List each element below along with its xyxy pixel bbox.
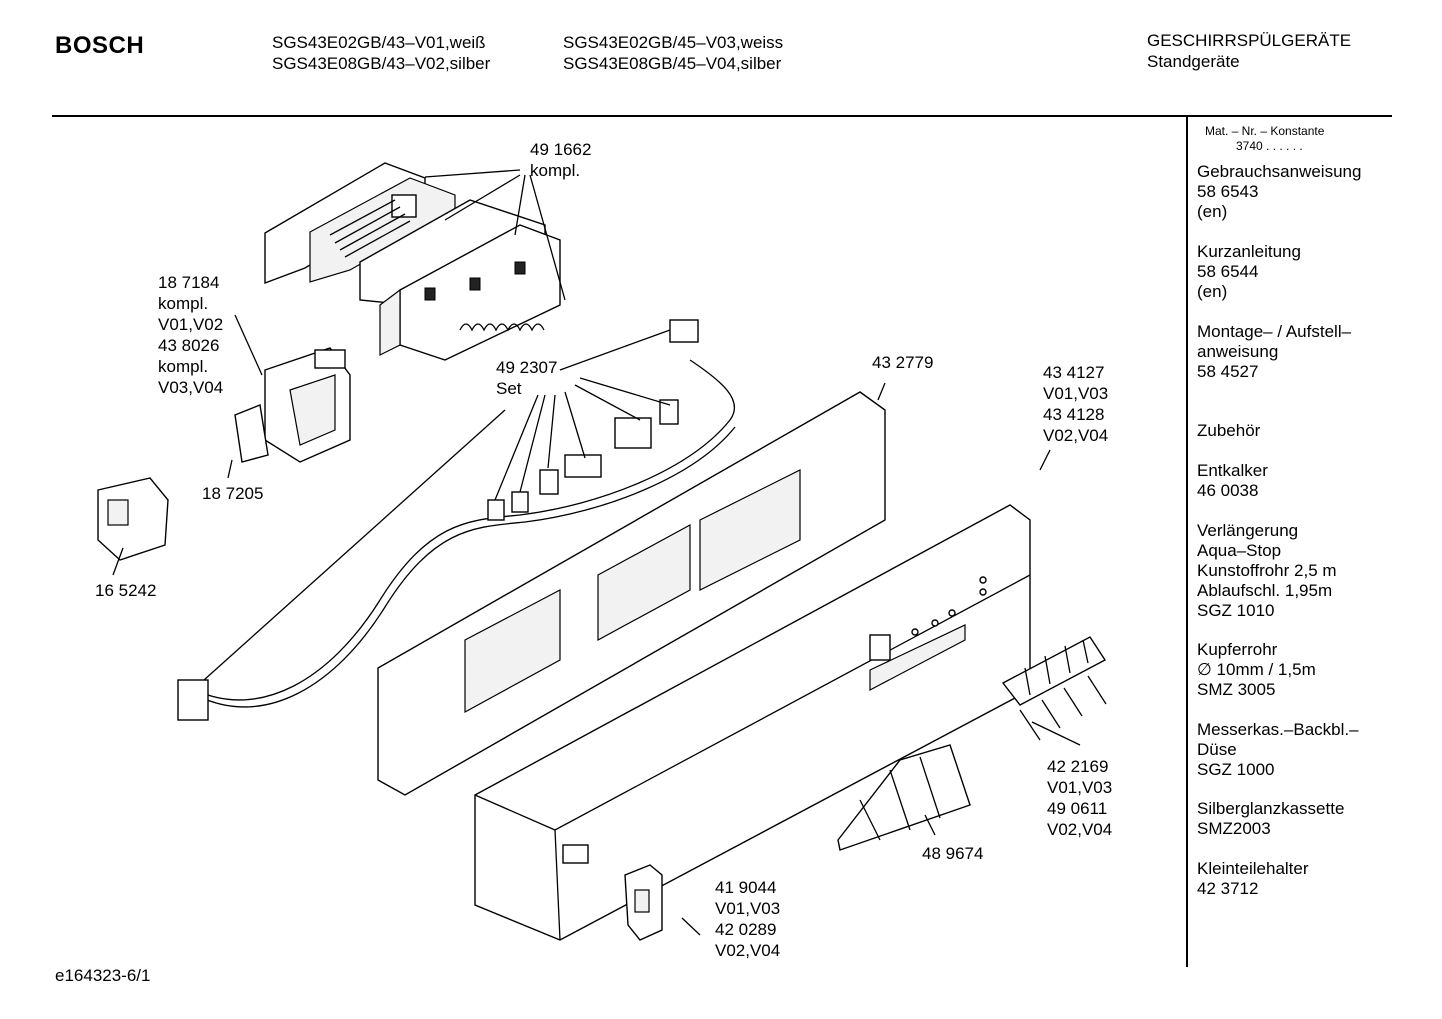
sidebar-item-verlaengerung-3: Kunstoffrohr 2,5 m bbox=[1197, 561, 1337, 580]
category-title: GESCHIRRSPÜLGERÄTE bbox=[1147, 31, 1352, 50]
callout-434128-number: 43 4128 bbox=[1043, 405, 1105, 424]
sidebar-heading-zubehoer: Zubehör bbox=[1197, 421, 1261, 440]
sidebar-item-montage-2: anweisung bbox=[1197, 342, 1279, 361]
callout-187205-number: 18 7205 bbox=[202, 484, 264, 503]
callout-438026-note: kompl. bbox=[158, 357, 209, 376]
callout-438026-number: 43 8026 bbox=[158, 336, 220, 355]
model-number-3: SGS43E02GB/45–V03,weiss bbox=[563, 33, 784, 52]
callout-419044-number: 41 9044 bbox=[715, 878, 777, 897]
category-subtitle: Standgeräte bbox=[1147, 52, 1240, 71]
sidebar-item-kupferrohr-nr: SMZ 3005 bbox=[1197, 680, 1276, 699]
panel-frame-drawing bbox=[377, 382, 886, 796]
sidebar-item-kleinteilehalter: Kleinteilehalter bbox=[1197, 859, 1309, 878]
sidebar-item-messerkas-2: Düse bbox=[1197, 740, 1237, 759]
callout-420289-number: 42 0289 bbox=[715, 920, 777, 939]
callout-165242-number: 16 5242 bbox=[95, 581, 157, 600]
sidebar-item-gebrauchsanweisung: Gebrauchsanweisung bbox=[1197, 162, 1362, 181]
sidebar-item-gebrauchsanweisung-lang: (en) bbox=[1197, 202, 1228, 221]
callout-492307-note: Set bbox=[496, 379, 522, 398]
callout-420289-variant: V02,V04 bbox=[715, 941, 781, 960]
callout-438026-variant: V03,V04 bbox=[158, 378, 224, 397]
sidebar-item-messerkas: Messerkas.–Backbl.– bbox=[1197, 720, 1359, 739]
callout-434127-variant: V01,V03 bbox=[1043, 384, 1109, 403]
callout-491662-note: kompl. bbox=[530, 161, 581, 180]
model-number-4: SGS43E08GB/45–V04,silber bbox=[563, 54, 782, 73]
callout-434128-variant: V02,V04 bbox=[1043, 426, 1109, 445]
sidebar-item-kupferrohr: Kupferrohr bbox=[1197, 640, 1278, 659]
sidebar-item-verlaengerung-4: Ablaufschl. 1,95m bbox=[1197, 581, 1333, 600]
front-fascia-drawing bbox=[474, 449, 1051, 941]
sidebar-item-silberglanz: Silberglanzkassette bbox=[1197, 799, 1345, 818]
wire-harness-drawing bbox=[177, 319, 736, 721]
callout-187184-number: 18 7184 bbox=[158, 273, 220, 292]
mat-nr-value: 3740 . . . . . . bbox=[1236, 139, 1303, 153]
latch-clip-drawing bbox=[624, 864, 701, 941]
door-lock-drawing bbox=[97, 314, 351, 576]
sidebar-item-verlaengerung: Verlängerung bbox=[1197, 521, 1299, 540]
button-set-drawing bbox=[1001, 636, 1107, 746]
sidebar-item-kurzanleitung-lang: (en) bbox=[1197, 282, 1228, 301]
callout-187184-variant: V01,V02 bbox=[158, 315, 224, 334]
sidebar-item-kleinteilehalter-nr: 42 3712 bbox=[1197, 879, 1259, 898]
callout-422169-number: 42 2169 bbox=[1047, 757, 1109, 776]
handle-drawing bbox=[837, 744, 971, 851]
control-module-drawing bbox=[264, 162, 566, 361]
header-rule bbox=[52, 115, 1392, 117]
callout-187184-note: kompl. bbox=[158, 294, 209, 313]
model-number-1: SGS43E02GB/43–V01,weiß bbox=[272, 33, 486, 52]
brand-logo: BOSCH bbox=[55, 32, 145, 59]
sidebar-item-kupferrohr-size: ∅ 10mm / 1,5m bbox=[1197, 660, 1316, 679]
drawing-code: e164323-6/1 bbox=[55, 966, 151, 985]
callout-490611-number: 49 0611 bbox=[1047, 799, 1108, 818]
sidebar-item-montage-nr: 58 4527 bbox=[1197, 362, 1259, 381]
callout-422169-variant: V01,V03 bbox=[1047, 778, 1113, 797]
mat-nr-label: Mat. – Nr. – Konstante bbox=[1205, 124, 1325, 138]
sidebar-item-entkalker: Entkalker bbox=[1197, 461, 1268, 480]
sidebar-item-messerkas-nr: SGZ 1000 bbox=[1197, 760, 1275, 779]
sidebar-item-kurzanleitung-nr: 58 6544 bbox=[1197, 262, 1259, 281]
callout-490611-variant: V02,V04 bbox=[1047, 820, 1113, 839]
callout-432779-number: 43 2779 bbox=[872, 353, 934, 372]
sidebar-item-verlaengerung-nr: SGZ 1010 bbox=[1197, 601, 1275, 620]
sidebar-item-montage: Montage– / Aufstell– bbox=[1197, 322, 1352, 341]
sidebar-divider bbox=[1186, 117, 1188, 967]
callout-492307-number: 49 2307 bbox=[496, 358, 558, 377]
callout-489674-number: 48 9674 bbox=[922, 844, 984, 863]
callout-491662-number: 49 1662 bbox=[530, 140, 592, 159]
sidebar-item-gebrauchsanweisung-nr: 58 6543 bbox=[1197, 182, 1259, 201]
sidebar-item-kurzanleitung: Kurzanleitung bbox=[1197, 242, 1301, 261]
callout-419044-variant: V01,V03 bbox=[715, 899, 781, 918]
callout-434127-number: 43 4127 bbox=[1043, 363, 1105, 382]
sidebar-item-verlaengerung-2: Aqua–Stop bbox=[1197, 541, 1282, 560]
sidebar-item-entkalker-nr: 46 0038 bbox=[1197, 481, 1259, 500]
model-number-2: SGS43E08GB/43–V02,silber bbox=[272, 54, 491, 73]
sidebar-item-silberglanz-nr: SMZ2003 bbox=[1197, 819, 1271, 838]
